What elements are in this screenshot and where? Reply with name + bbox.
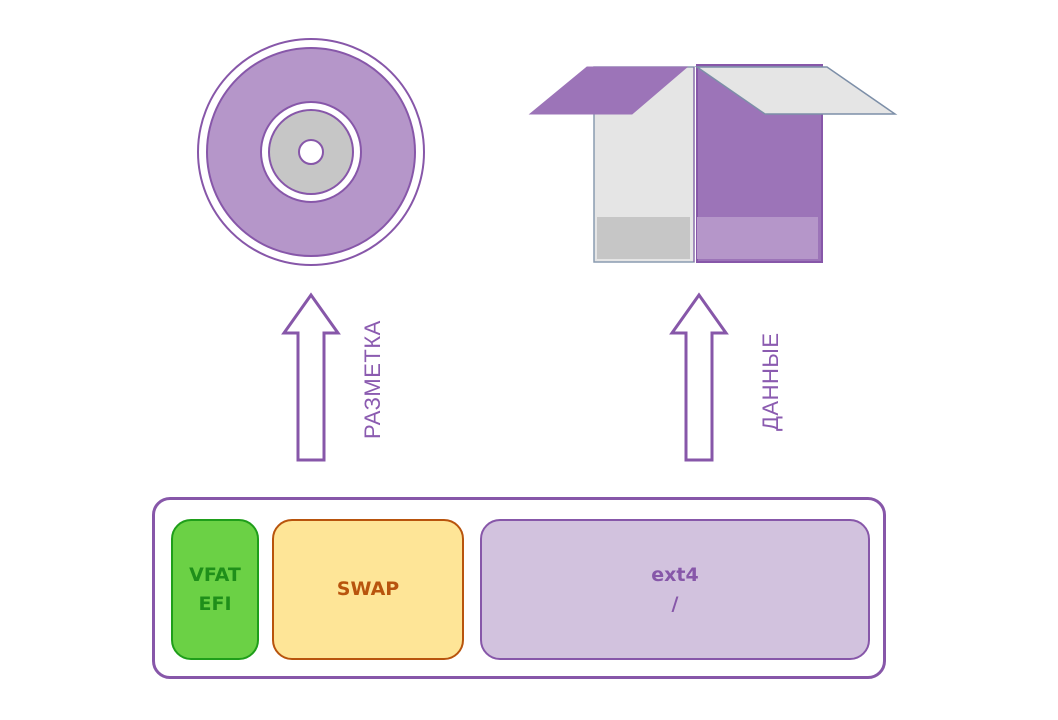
up-arrow-icon xyxy=(669,292,729,462)
box-right-bottom xyxy=(697,217,818,259)
optical-disc-icon xyxy=(197,38,425,266)
disc-hole xyxy=(298,139,324,165)
data-label: ДАННЫЕ xyxy=(758,332,783,432)
partition-efi-mount: EFI xyxy=(198,592,232,615)
partition-efi-fs: VFAT xyxy=(189,563,241,586)
partition-swap: SWAP xyxy=(272,519,464,660)
partition-root-mount: / xyxy=(671,592,679,615)
partition-swap-label: SWAP xyxy=(336,578,400,600)
box-left-bottom xyxy=(597,217,690,259)
box-right-flap xyxy=(694,66,898,115)
up-arrow-icon xyxy=(281,292,341,462)
markup-label: РАЗМЕТКА xyxy=(360,320,385,439)
partition-root-fs: ext4 xyxy=(651,563,699,586)
open-box-icon xyxy=(528,64,898,263)
box-left-flap xyxy=(528,66,689,115)
partition-efi: VFAT EFI xyxy=(171,519,259,660)
partition-root: ext4 / xyxy=(480,519,870,660)
disk-container xyxy=(152,497,886,679)
